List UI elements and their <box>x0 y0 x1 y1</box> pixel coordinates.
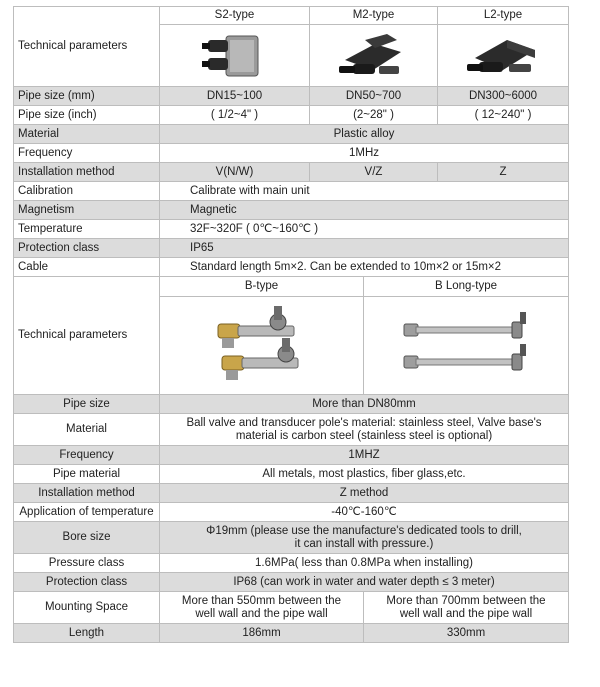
l2-image-cell <box>437 24 569 87</box>
s2-type-header: S2-type <box>159 6 310 25</box>
b-mounting-line-1: More than 550mm between the <box>181 594 342 607</box>
b-long-type-image-cell <box>363 296 569 395</box>
spec-sheet: Technical parameters S2-type M2-type L2-… <box>13 6 569 643</box>
b-pipe-material-value: All metals, most plastics, fiber glass,e… <box>159 464 569 484</box>
s-series-spec-table: Technical parameters S2-type M2-type L2-… <box>13 6 569 277</box>
b-length-label: Length <box>13 623 160 643</box>
b-material-line-1: Ball valve and transducer pole's materia… <box>186 416 542 429</box>
material-label: Material <box>13 124 160 144</box>
m2-sensor-icon <box>338 33 401 74</box>
b-bore-size-value: Φ19mm (please use the manufacture's dedi… <box>159 521 569 554</box>
b-material-label: Material <box>13 413 160 446</box>
b-long-length-value: 330mm <box>363 623 569 643</box>
s2-pipe-size-inch: ( 1/2~4" ) <box>159 105 310 125</box>
b-bore-size-line-1: Φ19mm (please use the manufacture's dedi… <box>206 524 522 537</box>
b-pipe-size-label: Pipe size <box>13 394 160 414</box>
s2-image-cell <box>159 24 310 87</box>
b-long-type-transducer-icon <box>403 311 526 370</box>
b-bore-size-line-2: it can install with pressure.) <box>294 537 434 550</box>
b-long-mounting-line-2: well wall and the pipe wall <box>399 607 533 620</box>
protection-class-value: IP65 <box>159 238 569 258</box>
l2-installation: Z <box>437 162 569 182</box>
calibration-value: Calibrate with main unit <box>159 181 569 201</box>
b-pressure-class-value: 1.6MPa( less than 0.8MPa when installing… <box>159 553 569 573</box>
l2-pipe-size-inch: ( 12~240" ) <box>437 105 569 125</box>
b-long-mounting-space-value: More than 700mm between the well wall an… <box>363 591 569 624</box>
b-mounting-space-label: Mounting Space <box>13 591 160 624</box>
technical-parameters-header: Technical parameters <box>13 6 160 87</box>
b-bore-size-label: Bore size <box>13 521 160 554</box>
b-pressure-class-label: Pressure class <box>13 553 160 573</box>
b-long-type-header: B Long-type <box>363 276 569 297</box>
b-pipe-size-value: More than DN80mm <box>159 394 569 414</box>
calibration-label: Calibration <box>13 181 160 201</box>
b-protection-class-label: Protection class <box>13 572 160 592</box>
frequency-label: Frequency <box>13 143 160 163</box>
pipe-size-mm-label: Pipe size (mm) <box>13 86 160 106</box>
l2-type-header: L2-type <box>437 6 569 25</box>
b-frequency-label: Frequency <box>13 445 160 465</box>
cable-value: Standard length 5m×2. Can be extended to… <box>159 257 569 277</box>
b-type-transducer-icon <box>217 305 298 380</box>
l2-sensor-icon <box>467 39 535 72</box>
m2-installation: V/Z <box>309 162 438 182</box>
magnetism-value: Magnetic <box>159 200 569 220</box>
b-type-image-cell <box>159 296 364 395</box>
b-protection-class-value: IP68 (can work in water and water depth … <box>159 572 569 592</box>
b-frequency-value: 1MHZ <box>159 445 569 465</box>
b-mounting-space-value: More than 550mm between the well wall an… <box>159 591 364 624</box>
magnetism-label: Magnetism <box>13 200 160 220</box>
b-long-mounting-line-1: More than 700mm between the <box>386 594 546 607</box>
b-material-value: Ball valve and transducer pole's materia… <box>159 413 569 446</box>
m2-type-header: M2-type <box>309 6 438 25</box>
temperature-label: Temperature <box>13 219 160 239</box>
material-value: Plastic alloy <box>159 124 569 144</box>
m2-pipe-size-inch: (2~28" ) <box>309 105 438 125</box>
technical-parameters-header-b: Technical parameters <box>13 276 160 395</box>
cable-label: Cable <box>13 257 160 277</box>
b-type-header: B-type <box>159 276 364 297</box>
s2-sensor-icon <box>201 35 258 76</box>
s2-pipe-size-mm: DN15~100 <box>159 86 310 106</box>
pipe-size-inch-label: Pipe size (inch) <box>13 105 160 125</box>
b-series-spec-table: Technical parameters B-type B Long-type <box>13 276 569 643</box>
b-application-temp-value: -40℃-160℃ <box>159 502 569 522</box>
m2-pipe-size-mm: DN50~700 <box>309 86 438 106</box>
b-installation-value: Z method <box>159 483 569 503</box>
s2-installation: V(N/W) <box>159 162 310 182</box>
m2-image-cell <box>309 24 438 87</box>
b-mounting-line-2: well wall and the pipe wall <box>195 607 328 620</box>
b-installation-label: Installation method <box>13 483 160 503</box>
temperature-value: 32F~320F ( 0℃~160℃ ) <box>159 219 569 239</box>
frequency-value: 1MHz <box>159 143 569 163</box>
installation-method-label: Installation method <box>13 162 160 182</box>
b-material-line-2: material is carbon steel (stainless stee… <box>235 429 493 442</box>
protection-class-label: Protection class <box>13 238 160 258</box>
b-pipe-material-label: Pipe material <box>13 464 160 484</box>
b-length-value: 186mm <box>159 623 364 643</box>
b-application-temp-label: Application of temperature <box>13 502 160 522</box>
l2-pipe-size-mm: DN300~6000 <box>437 86 569 106</box>
